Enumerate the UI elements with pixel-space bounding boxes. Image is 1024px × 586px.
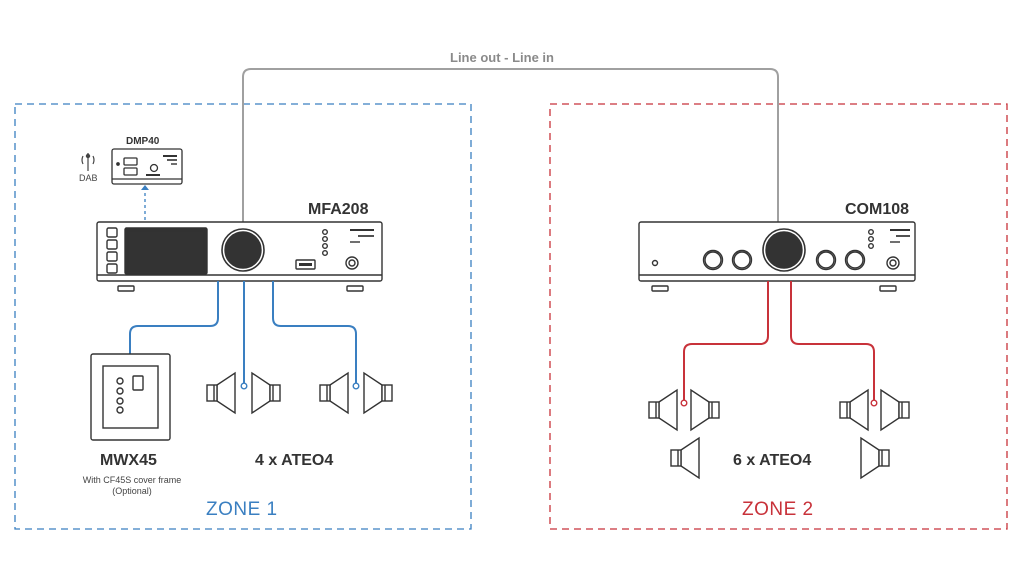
speaker-array	[206, 371, 910, 480]
mfa208-device	[96, 221, 383, 292]
line-out-line-in-cable	[242, 68, 779, 225]
zone-2-terminal	[870, 399, 878, 407]
com108-title: COM108	[845, 201, 910, 218]
mwx45-controller	[90, 353, 171, 441]
mfa208-title: MFA208	[308, 201, 369, 218]
ateo4-speaker-icon	[251, 371, 281, 415]
zone-2-terminal	[680, 399, 688, 407]
ateo4-speaker-icon	[860, 436, 890, 480]
zone-1-wiring	[129, 281, 357, 384]
zone-2-label: ZONE 2	[742, 499, 814, 520]
zone-2-speaker-count: 6 x ATEO4	[733, 452, 812, 469]
com108-device	[638, 221, 916, 292]
dmp40-device	[111, 148, 183, 185]
ateo4-speaker-icon	[670, 436, 700, 480]
mwx45-note-line2: (Optional)	[112, 486, 152, 496]
ateo4-speaker-icon	[363, 371, 393, 415]
ateo4-speaker-icon	[880, 388, 910, 432]
zone-1-terminal	[240, 382, 248, 390]
zone-1-terminal	[352, 382, 360, 390]
ateo4-speaker-icon	[839, 388, 869, 432]
zone-2-wiring	[683, 281, 875, 400]
mwx45-title: MWX45	[100, 452, 157, 469]
mwx45-note-line1: With CF45S cover frame	[82, 475, 182, 485]
dab-antenna-icon	[81, 153, 95, 171]
connection-label: Line out - Line in	[450, 50, 554, 65]
ateo4-speaker-icon	[690, 388, 720, 432]
zone-1-label: ZONE 1	[206, 499, 278, 520]
dmp40-arrow-icon	[141, 185, 149, 190]
dmp40-title: DMP40	[126, 136, 160, 147]
ateo4-speaker-icon	[206, 371, 236, 415]
dab-label: DAB	[79, 173, 98, 183]
zone-1-speaker-count: 4 x ATEO4	[255, 452, 334, 469]
ateo4-speaker-icon	[648, 388, 678, 432]
ateo4-speaker-icon	[319, 371, 349, 415]
